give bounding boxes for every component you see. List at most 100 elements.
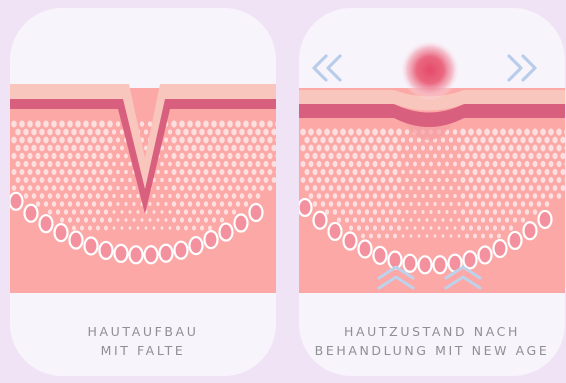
skin-cell — [489, 233, 493, 238]
skin-cell — [35, 121, 41, 128]
skin-cell — [60, 217, 64, 222]
skin-cell — [544, 153, 549, 160]
skin-cell — [368, 137, 373, 144]
skin-cell — [497, 185, 502, 191]
skin-cell — [84, 201, 88, 207]
skin-cell — [337, 201, 342, 207]
after-caption: HAUTZUSTAND NACH BEHANDLUNG MIT NEW AGE — [299, 322, 565, 360]
skin-cell — [393, 233, 397, 238]
skin-cell — [172, 185, 177, 191]
skin-cell — [124, 154, 128, 159]
skin-cell — [184, 161, 189, 167]
skin-cell — [493, 225, 497, 230]
skin-cell — [509, 177, 514, 183]
skin-cell — [79, 145, 84, 152]
skin-cell — [464, 153, 469, 160]
skin-cell — [188, 169, 193, 175]
skin-cell — [492, 145, 497, 152]
skin-cell — [532, 161, 537, 167]
skin-cell — [268, 185, 273, 191]
skin-cell — [175, 242, 188, 259]
skin-cell — [425, 153, 429, 158]
skin-cell — [192, 161, 197, 167]
skin-cell — [157, 218, 160, 222]
skin-cell — [348, 145, 353, 152]
skin-cell — [357, 177, 362, 183]
skin-cell — [204, 169, 209, 175]
skin-cell — [372, 145, 377, 152]
skin-cell — [36, 169, 41, 175]
skin-cell — [44, 169, 49, 175]
skin-cell — [460, 145, 465, 152]
skin-cell — [83, 153, 88, 159]
skin-cell — [32, 177, 37, 183]
skin-cell — [397, 225, 401, 230]
skin-cell — [413, 145, 417, 150]
skin-cell — [96, 177, 101, 183]
skin-cell — [220, 185, 225, 191]
skin-cell — [465, 169, 470, 175]
skin-cell — [505, 201, 510, 207]
skin-cell — [95, 129, 100, 136]
skin-cell — [132, 186, 135, 190]
skin-cell — [235, 121, 241, 128]
skin-cell — [396, 145, 401, 152]
skin-cell — [51, 137, 56, 144]
skin-cell — [184, 193, 189, 199]
skin-cell — [244, 201, 248, 207]
skin-cell — [433, 202, 436, 206]
skin-cell — [541, 193, 546, 199]
skin-cell — [425, 186, 429, 190]
skin-cell — [36, 201, 40, 207]
skin-cell — [84, 169, 89, 175]
skin-cell — [417, 218, 420, 222]
skin-cell — [160, 245, 173, 262]
skin-cell — [525, 209, 529, 215]
skin-cell — [208, 209, 212, 214]
skin-cell — [540, 129, 546, 136]
skin-cell — [304, 153, 309, 160]
skin-cell — [104, 193, 109, 199]
skin-cell — [130, 246, 143, 263]
skin-cell — [95, 145, 100, 152]
skin-cell — [409, 170, 413, 175]
skin-cell — [361, 217, 365, 222]
skin-cell — [421, 194, 424, 198]
skin-cell — [410, 234, 413, 238]
skin-cell — [196, 217, 200, 222]
skin-cell — [215, 145, 220, 152]
skin-cell — [113, 226, 116, 230]
skin-cell — [116, 186, 119, 190]
skin-cell — [204, 217, 208, 222]
skin-cell — [425, 218, 428, 222]
skin-cell — [96, 209, 100, 214]
skin-cell — [429, 194, 432, 198]
skin-cell — [461, 209, 465, 215]
skin-cell — [72, 193, 77, 199]
skin-cell — [476, 161, 481, 167]
skin-cell — [172, 217, 176, 222]
skin-cell — [160, 178, 164, 182]
skin-cell — [255, 145, 260, 152]
skin-cell — [405, 178, 409, 183]
skin-cell — [172, 201, 176, 207]
skin-cell — [461, 177, 466, 183]
skin-cell — [116, 170, 120, 175]
skin-cell — [216, 177, 221, 183]
skin-cell — [389, 193, 394, 199]
skin-cell — [513, 185, 518, 191]
skin-cell — [203, 137, 208, 144]
skin-cell — [481, 233, 485, 238]
skin-cell — [341, 177, 346, 183]
skin-cell — [136, 194, 139, 198]
skin-cell — [321, 169, 326, 175]
skin-cell — [545, 169, 550, 175]
skin-cell — [190, 237, 203, 254]
skin-cell — [148, 202, 151, 206]
skin-cell — [164, 170, 168, 175]
skin-cell — [496, 137, 501, 144]
skin-cell — [56, 177, 61, 183]
skin-cell — [96, 225, 100, 230]
skin-cell — [405, 194, 408, 198]
skin-cell — [345, 169, 350, 175]
